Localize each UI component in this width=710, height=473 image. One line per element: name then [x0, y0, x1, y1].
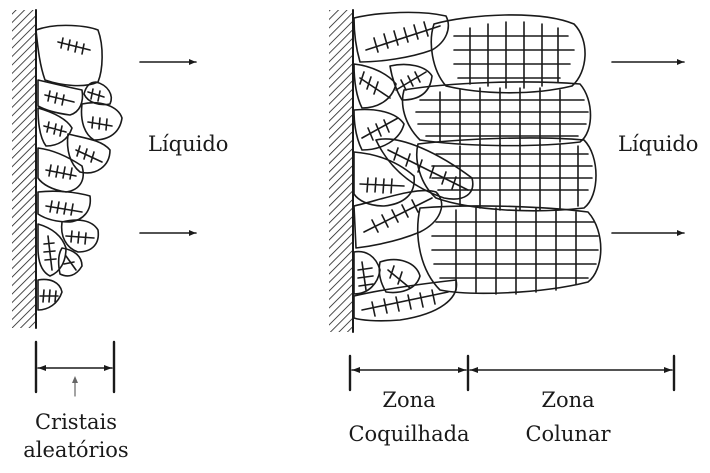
crystal — [358, 262, 373, 290]
grain-lattice — [416, 88, 588, 144]
crystal — [360, 178, 404, 193]
crystal — [40, 290, 58, 302]
crystal — [360, 72, 390, 98]
crystal — [64, 256, 76, 270]
crystal — [38, 148, 83, 192]
crystal — [388, 266, 410, 288]
crystal — [88, 89, 104, 101]
arrow-head — [677, 59, 684, 65]
random-crystals-left — [36, 25, 122, 310]
crystal — [362, 290, 448, 316]
crystal — [354, 12, 448, 62]
columnar-zone-grains — [403, 15, 601, 294]
crystal — [58, 38, 90, 54]
grain-lattice — [454, 22, 574, 88]
crystal — [46, 201, 82, 215]
random-crystals-label-line2: aleatórios — [6, 436, 146, 464]
crystal — [44, 236, 56, 270]
crystal — [68, 134, 111, 173]
crystal — [88, 117, 112, 130]
crystal — [46, 165, 76, 179]
columnar-grain — [431, 15, 585, 93]
crystal — [66, 231, 94, 244]
columnar-zone-label-line2: Colunar — [498, 420, 638, 448]
liquid-label-right: Líquido — [618, 130, 698, 158]
chill-zone-label-line1: Zona — [334, 386, 484, 414]
crystal — [36, 25, 102, 85]
crystal — [354, 252, 380, 294]
random-crystals-label-line1: Cristais — [6, 408, 146, 436]
columnar-grain — [417, 138, 596, 211]
chill-zone-label-line2: Coquilhada — [334, 420, 484, 448]
liquid-label-left: Líquido — [148, 130, 228, 158]
arrow-head — [189, 59, 196, 65]
crystal — [354, 64, 396, 108]
columnar-zone-label-line1: Zona — [498, 386, 638, 414]
arrow-head — [677, 230, 684, 236]
crystal — [44, 122, 66, 136]
zone-spans — [350, 356, 674, 390]
mold-wall-right — [329, 10, 353, 332]
crystal — [76, 146, 102, 162]
crystal — [45, 91, 74, 105]
arrow-head — [189, 230, 196, 236]
crystal — [362, 118, 398, 140]
crystal — [366, 22, 440, 52]
mold-wall-left — [12, 10, 36, 328]
random-crystals-span — [36, 342, 114, 396]
